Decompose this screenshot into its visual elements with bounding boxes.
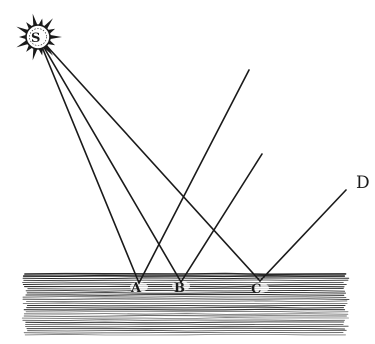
water-hatch-line: [27, 293, 345, 294]
sun-label: S: [31, 31, 40, 46]
water-hatch-line: [22, 318, 348, 319]
incident-rays: [40, 42, 260, 283]
incident-ray-a: [40, 42, 139, 283]
water-hatch-line: [26, 290, 345, 291]
water-hatch-line: [23, 320, 345, 321]
water-hatch-line: [23, 297, 346, 298]
incident-ray-b: [42, 44, 181, 282]
point-label-d: D: [356, 173, 370, 193]
reflected-ray-b: [181, 154, 262, 282]
water-hatch-line: [24, 332, 343, 333]
water-hatch-line: [25, 335, 346, 336]
water-hatch-line: [23, 299, 349, 300]
reflected-rays: [139, 70, 346, 283]
point-label-b: B: [174, 281, 185, 296]
water-hatch-line: [26, 322, 344, 323]
water-hatch-line: [26, 324, 344, 325]
incident-ray-c: [45, 44, 260, 281]
water-hatch-line: [27, 307, 344, 308]
point-label-c: C: [251, 282, 261, 297]
water-hatch-line: [27, 305, 345, 306]
sun-ray: [50, 35, 62, 39]
water-hatch-line: [26, 311, 348, 312]
sun-ray: [16, 27, 27, 34]
water-hatch-line: [24, 280, 348, 281]
sun-ray: [19, 35, 26, 39]
point-label-a: A: [130, 281, 142, 296]
water-hatch-line: [23, 278, 349, 279]
water-hatch-line: [26, 326, 349, 327]
sun-ray: [16, 41, 27, 48]
water-hatch-line: [24, 314, 348, 315]
water-hatch-line: [27, 328, 345, 329]
water-surface: [22, 274, 349, 335]
water-hatch-line: [24, 309, 344, 310]
sun-ray: [33, 49, 38, 61]
sun-ray: [33, 14, 38, 26]
water-hatch-line: [24, 316, 346, 317]
water-hatch-line: [23, 303, 347, 304]
water-hatch-line: [28, 330, 347, 331]
water-hatch-line: [26, 301, 347, 302]
reflected-ray-c: [260, 190, 346, 281]
